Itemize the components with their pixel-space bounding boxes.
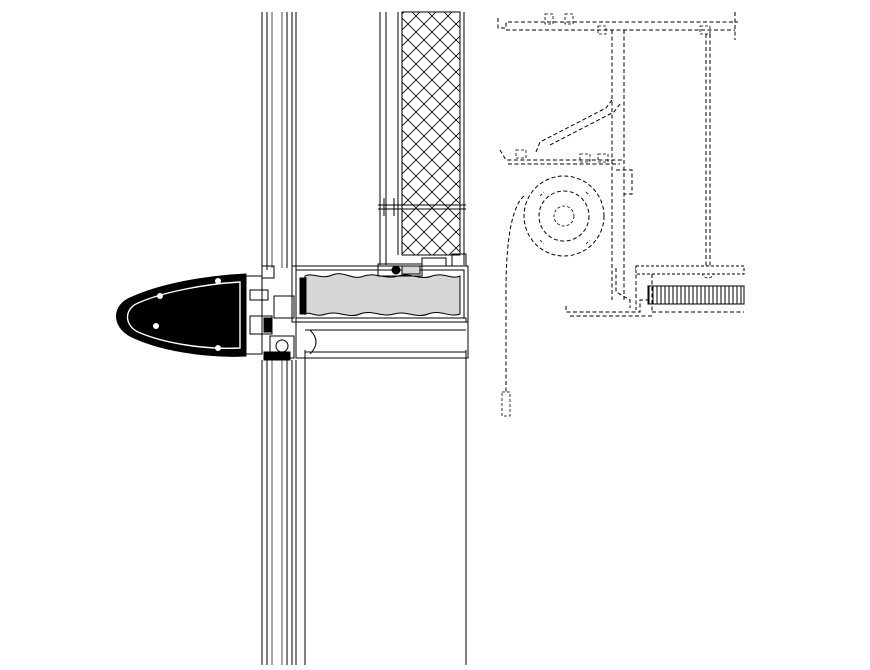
glazing-mullion-lines — [261, 12, 467, 665]
insulated-spandrel-panel — [378, 11, 466, 265]
exterior-sunshade-fin — [116, 265, 295, 361]
transom-frame — [291, 253, 469, 359]
roller-blind-assembly — [497, 12, 745, 417]
